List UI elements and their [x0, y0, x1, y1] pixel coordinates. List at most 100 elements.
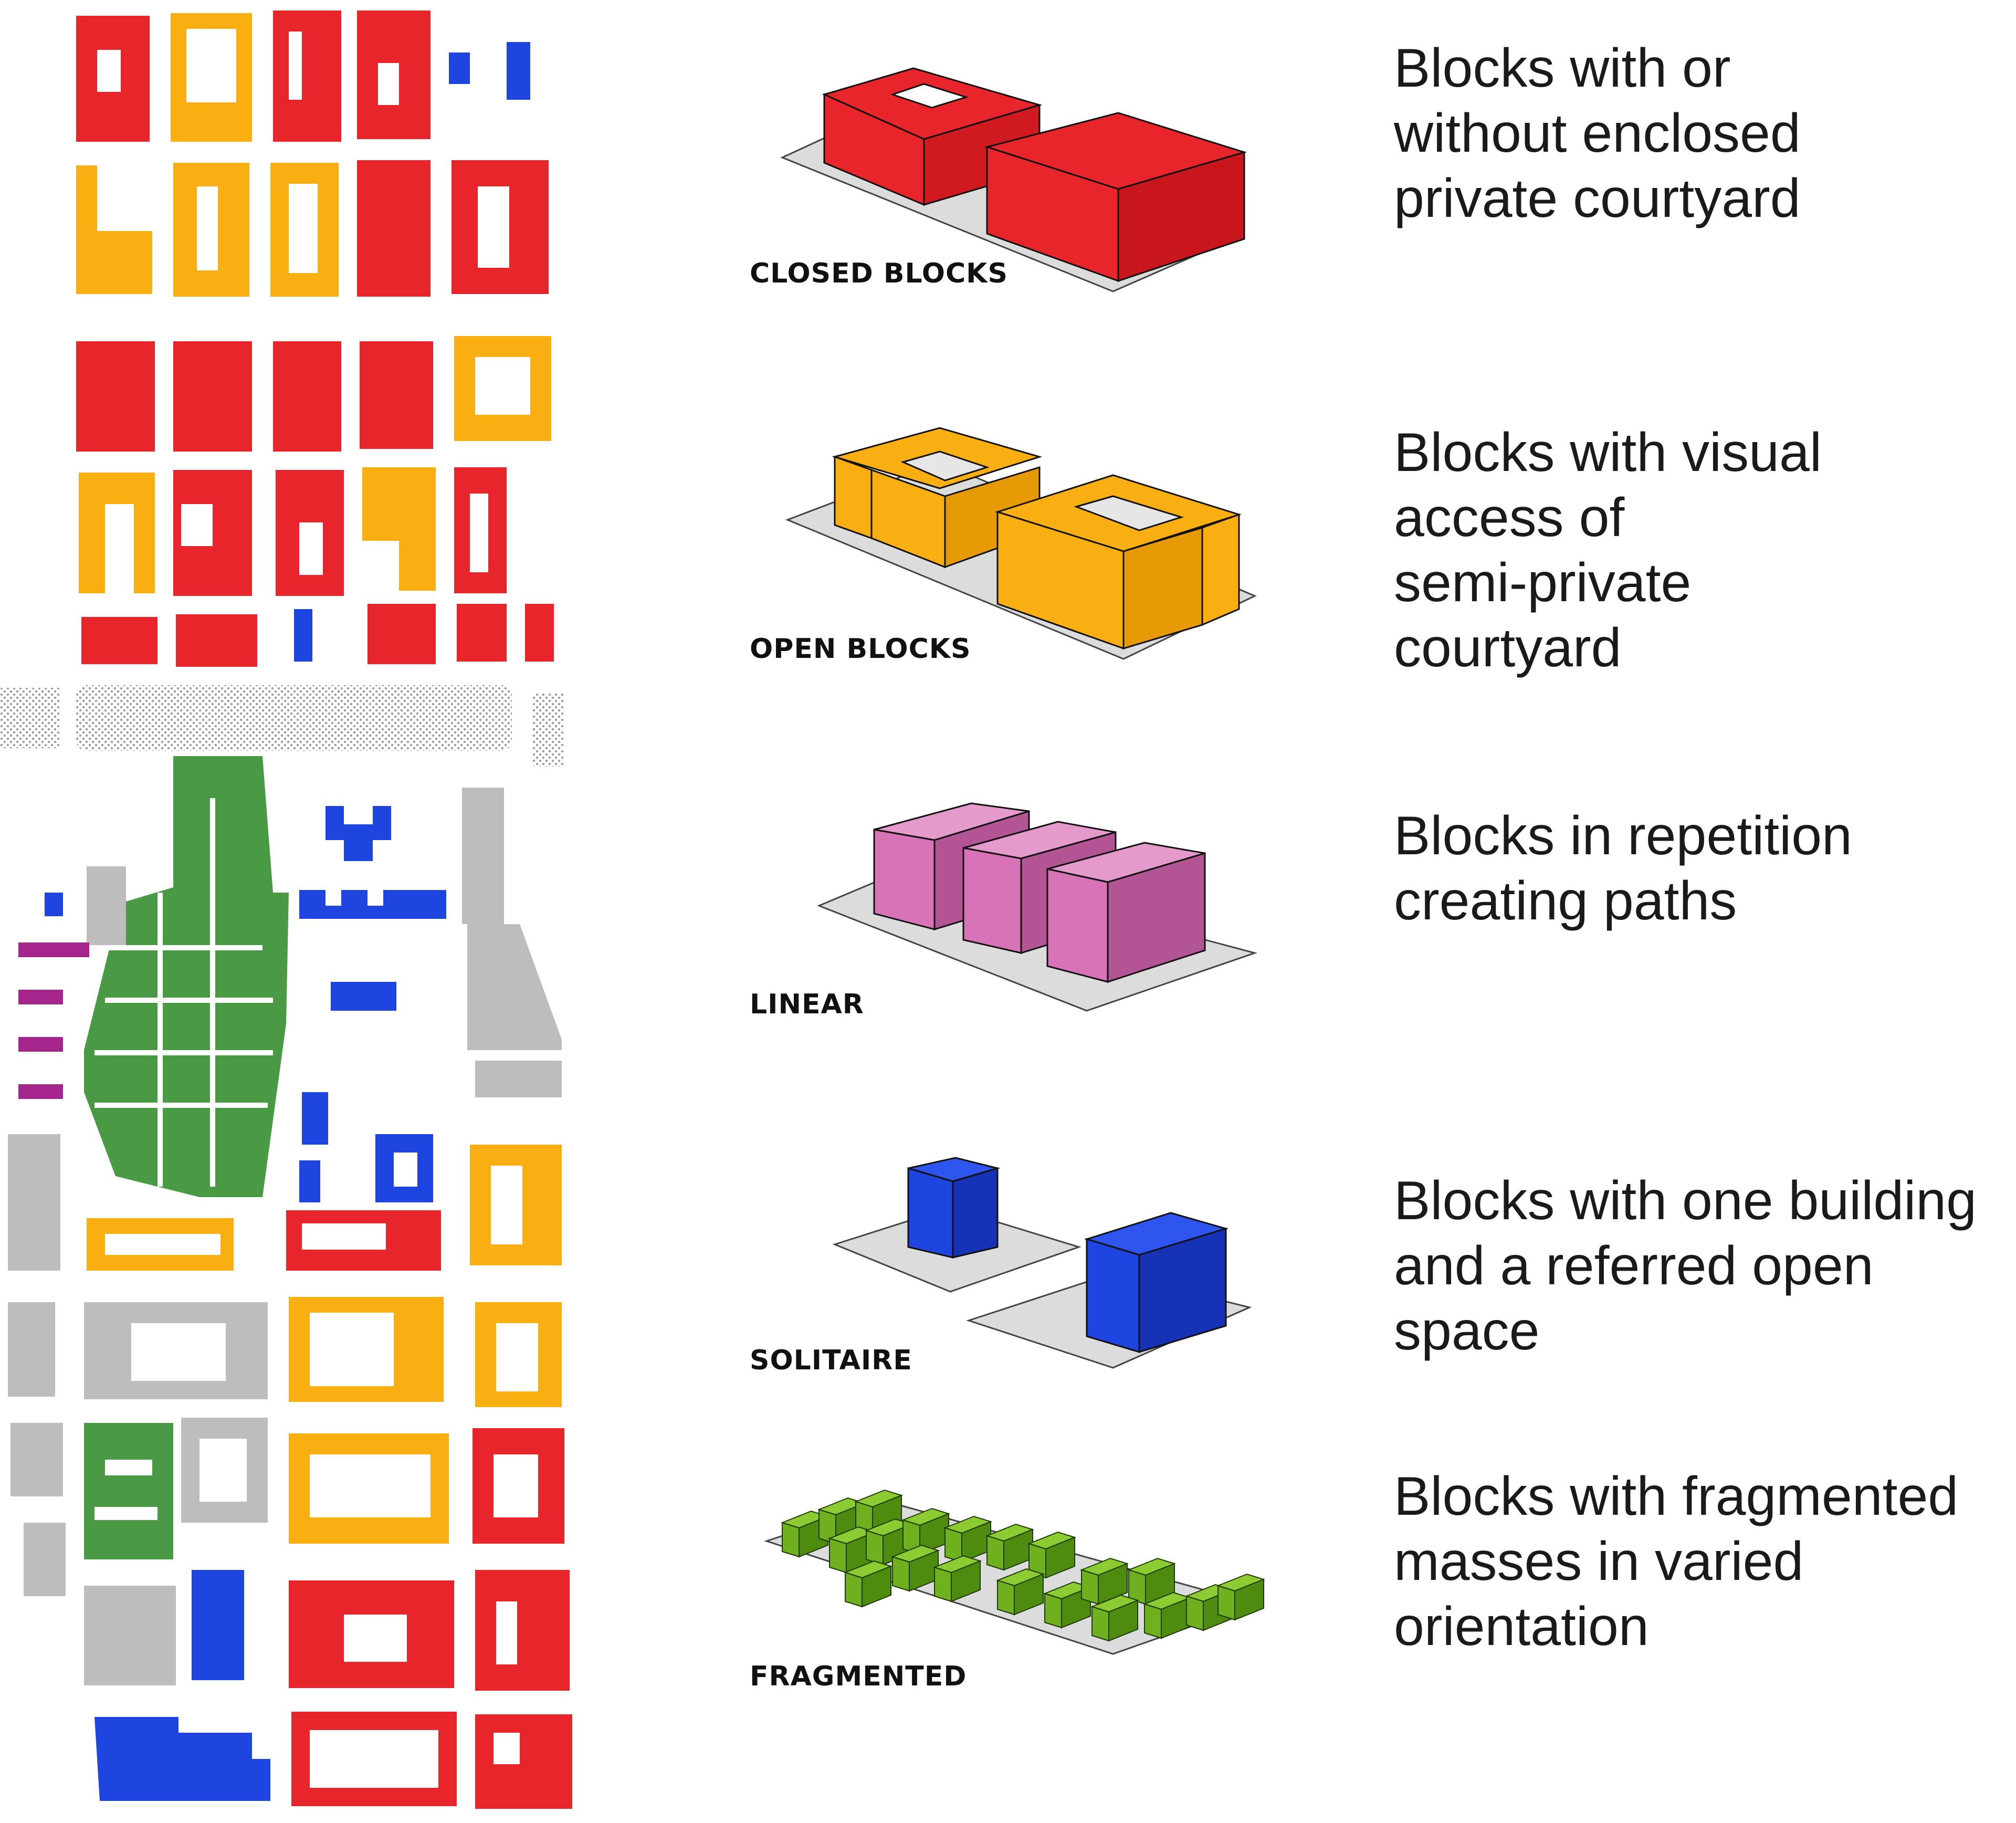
description-solitaire: Blocks with one building and a referred … — [1394, 1168, 1977, 1364]
map-fragmented-gap — [94, 1103, 268, 1108]
linear-bar-front — [873, 829, 936, 930]
solitaire-block-front — [907, 1167, 954, 1259]
fragmented-mass-side — [1014, 1573, 1044, 1616]
map-courtyard-void — [494, 1454, 538, 1517]
map-gray-block — [84, 1586, 176, 1685]
map-fragmented-gap — [105, 945, 262, 950]
map-fragmented-gap — [105, 998, 273, 1003]
description-fragmented: Blocks with fragmented masses in varied … — [1394, 1464, 1958, 1659]
map-top-district — [76, 11, 554, 667]
fragmented-mass-front — [986, 1535, 1004, 1571]
map-courtyard-void — [491, 1166, 522, 1244]
solitaire-block-side — [952, 1167, 999, 1259]
map-courtyard-void — [478, 186, 509, 268]
fragmented-illustration — [764, 1489, 1265, 1655]
map-solitaire-block — [326, 806, 391, 861]
courtyard-opening — [900, 450, 990, 481]
linear-bar-side — [1107, 852, 1206, 983]
map-linear-bar — [18, 942, 89, 957]
fragmented-mass-side — [1098, 1563, 1128, 1605]
map-gray-block — [10, 1423, 63, 1496]
solitaire-block-side — [1138, 1227, 1227, 1354]
map-closed-block — [475, 1714, 572, 1809]
description-closed-blocks: Blocks with or without enclosed private … — [1394, 36, 1801, 231]
open-blocks-illustration — [785, 427, 1257, 660]
fragmented-mass-side — [1108, 1599, 1138, 1642]
open-block-front — [834, 455, 873, 540]
map-courtyard-void — [105, 504, 134, 593]
solitaire-illustration — [832, 1157, 1252, 1369]
description-line: Blocks with one building — [1394, 1170, 1977, 1231]
solitaire-block-front — [1086, 1238, 1140, 1354]
fragmented-mass-front — [829, 1537, 847, 1574]
open-block-side — [1201, 513, 1240, 626]
figure-ground-map — [0, 11, 572, 1809]
map-solitaire-block — [507, 42, 530, 100]
map-gray-block — [8, 1134, 60, 1271]
map-bottom-district — [8, 756, 572, 1809]
map-closed-block — [525, 604, 554, 662]
map-linear-bar — [18, 990, 63, 1004]
fragmented-mass-side — [951, 1560, 981, 1602]
fragmented-mass-front — [1217, 1585, 1235, 1621]
map-solitaire-block — [294, 609, 312, 662]
map-courtyard-void — [470, 494, 488, 572]
closed-block-side — [1117, 151, 1245, 282]
label-linear: LINEAR — [750, 989, 864, 1020]
fragmented-mass-front — [1186, 1595, 1204, 1631]
description-line: Blocks in repetition — [1394, 805, 1852, 866]
map-gray-block — [87, 866, 126, 945]
map-linear-bar — [18, 1084, 63, 1099]
closed-blocks-illustration — [780, 67, 1247, 292]
label-open-blocks: OPEN BLOCKS — [750, 633, 971, 665]
fragmented-mass-front — [845, 1571, 863, 1608]
map-courtyard-void — [326, 890, 341, 906]
map-courtyard-void — [475, 357, 530, 415]
description-open-blocks: Blocks with visual access of semi-privat… — [1394, 420, 1822, 680]
map-courtyard-void — [310, 1730, 438, 1788]
map-fragmented-gap — [105, 1460, 152, 1475]
label-closed-blocks: CLOSED BLOCKS — [750, 258, 1008, 289]
map-fragmented-gap — [210, 798, 215, 1187]
map-courtyard-void — [302, 1223, 386, 1250]
fragmented-mass-front — [866, 1529, 884, 1566]
description-line: Blocks with or — [1394, 38, 1731, 99]
map-courtyard-void — [131, 1323, 226, 1381]
map-courtyard-void — [394, 1153, 417, 1187]
map-courtyard-void — [496, 1601, 517, 1664]
description-line: masses in varied — [1394, 1531, 1804, 1592]
map-courtyard-void — [344, 1615, 407, 1662]
map-gray-block — [467, 924, 562, 1050]
map-courtyard-void — [494, 1733, 520, 1764]
map-road — [0, 685, 564, 767]
label-solitaire: SOLITAIRE — [750, 1345, 912, 1376]
linear-bar-front — [962, 847, 1022, 954]
map-fragmented-gap — [94, 1507, 158, 1520]
map-road-segment — [76, 685, 512, 751]
description-line: orientation — [1394, 1596, 1649, 1657]
map-gray-block — [462, 788, 504, 924]
fragmented-mass-side — [862, 1565, 891, 1608]
map-closed-block — [273, 341, 341, 452]
map-courtyard-void — [368, 890, 383, 906]
map-solitaire-block — [45, 893, 63, 916]
map-closed-block — [457, 604, 507, 662]
map-closed-block — [76, 341, 155, 452]
fragmented-mass-front — [1091, 1606, 1109, 1642]
map-gray-block — [475, 1061, 562, 1097]
map-closed-block — [357, 160, 430, 297]
map-courtyard-void — [197, 186, 218, 270]
map-closed-block — [360, 341, 433, 449]
courtyard-opening — [890, 83, 969, 109]
fragmented-mass-front — [1081, 1569, 1099, 1605]
map-fragmented-cluster — [84, 756, 289, 1197]
map-courtyard-void — [496, 1323, 538, 1391]
label-fragmented: FRAGMENTED — [750, 1661, 967, 1692]
map-courtyard-void — [310, 1454, 430, 1517]
fragmented-mass-front — [934, 1566, 952, 1602]
description-line: access of — [1394, 487, 1625, 548]
map-road-segment — [0, 688, 60, 748]
map-closed-block — [475, 1570, 570, 1691]
map-solitaire-block — [94, 1717, 270, 1801]
description-line: courtyard — [1394, 617, 1622, 678]
